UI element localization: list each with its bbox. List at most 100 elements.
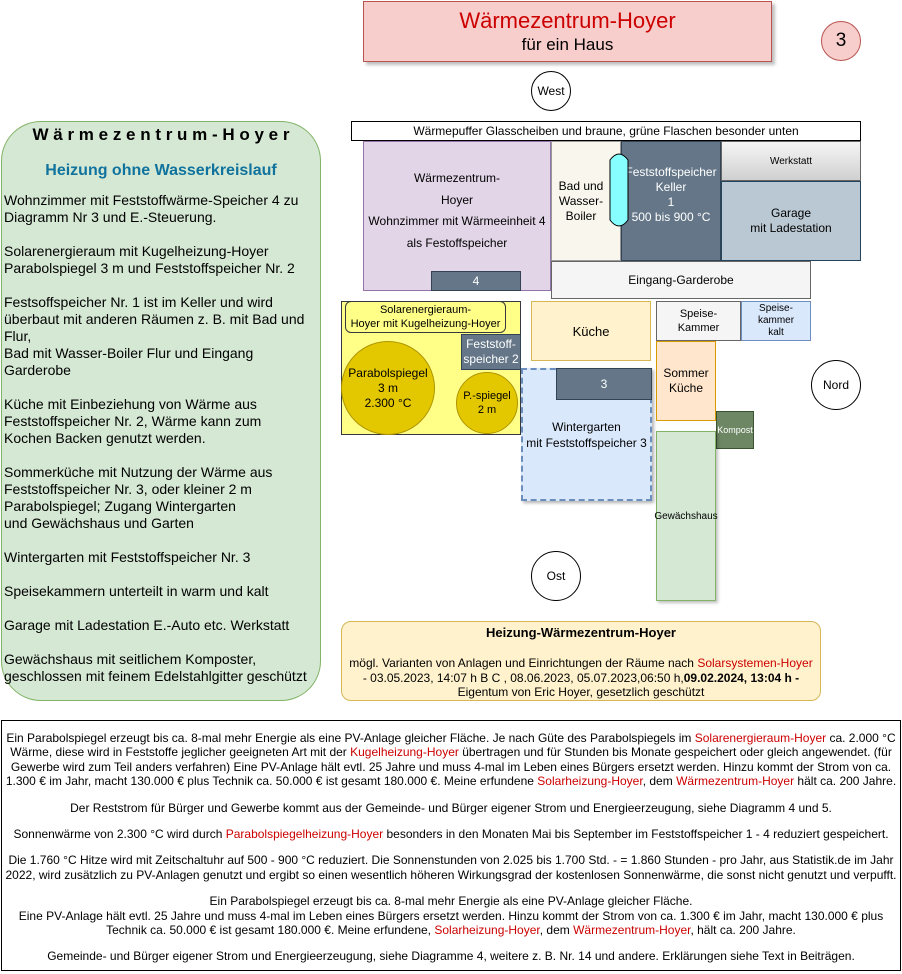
- explanation-paragraph-2: Der Reststrom für Bürger und Gewerbe kom…: [5, 801, 897, 815]
- buffer-strip-label: Wärmepuffer Glasscheiben und braune, grü…: [413, 124, 799, 138]
- cellar-line1: Feststoffspeicher: [625, 165, 717, 179]
- pantry-warm: Speise- Kammer: [656, 301, 741, 341]
- text-segment: Ein Parabolspiegel erzeugt bis ca. 8-mal…: [209, 894, 693, 909]
- living-room: Wärmezentrum- Hoyer Wohnzimmer mit Wärme…: [363, 141, 551, 291]
- panel-paragraph: Wintergarten mit Feststoffspeicher Nr. 3: [4, 549, 320, 566]
- storage-2-line2: speicher 2: [463, 352, 519, 366]
- winter-garden-line2: mit Feststoffspeicher 3: [526, 435, 647, 450]
- storage-cellar-1: Feststoffspeicher Keller 1 500 bis 900 °…: [621, 141, 721, 261]
- cellar-line2: Keller: [655, 180, 687, 194]
- pantry-cold-line2: kammer: [757, 315, 795, 326]
- entrance-label: Eingang-Garderobe: [628, 272, 734, 287]
- workshop-label: Werkstatt: [769, 155, 813, 167]
- bath-line1: Bad und: [558, 178, 604, 193]
- compass-north-label: Nord: [822, 378, 849, 392]
- text-segment: , hält ca. 200 Jahre.: [690, 923, 796, 938]
- text-segment: hält ca. 200 Jahre.: [794, 774, 897, 789]
- text-segment: Die 1.760 °C Hitze wird mit Zeitschaltuh…: [5, 853, 897, 882]
- text-segment: Ein Parabolspiegel erzeugt bis ca. 8-mal…: [6, 731, 695, 745]
- description-panel: W ä r m e z e n t r u m - H o y e r Heiz…: [1, 121, 321, 701]
- summer-kitchen-line1: Sommer: [663, 366, 709, 380]
- compost-label: Kompost: [717, 424, 753, 435]
- living-room-line3: Wohnzimmer mit Wärmeeinheit 4: [368, 214, 546, 228]
- bathroom: Bad und Wasser- Boiler: [551, 141, 621, 261]
- entrance-cloakroom: Eingang-Garderobe: [551, 261, 811, 299]
- info-title: Heizung-Wärmezentrum-Hoyer: [486, 625, 676, 640]
- info-line3: Eigentum von Eric Hoyer, gesetzlich gesc…: [457, 685, 705, 699]
- heating-unit-3: 3: [556, 368, 652, 400]
- panel-line: Küche mit Einbeziehung von Wärme aus: [4, 396, 257, 412]
- text-segment: Gemeinde- und Bürger eigener Strom und E…: [47, 949, 855, 964]
- text-segment: ca. 2.000 °C Wärme, diese wird in Festst…: [10, 731, 896, 760]
- solar-label-line2: Hoyer mit Kugelheizung-Hoyer: [350, 318, 501, 330]
- greenhouse: Gewächshaus: [654, 431, 718, 601]
- panel-line: Feststoffspeicher Nr. 2, Wärme kann zum: [4, 413, 262, 429]
- mirror-small-line2: 2 m: [477, 404, 497, 416]
- info-box: Heizung-Wärmezentrum-Hoyer mögl. Variant…: [341, 621, 821, 701]
- title-box: Wärmezentrum-Hoyer für ein Haus: [363, 1, 772, 62]
- panel-line: Flur,: [4, 328, 32, 344]
- garage: Garage mit Ladestation: [721, 181, 861, 261]
- panel-line: Diagramm Nr 3 und E.-Steuerung.: [4, 209, 217, 225]
- explanation-paragraph-6: Gemeinde- und Bürger eigener Strom und E…: [5, 949, 897, 963]
- info-line2-text: - 03.05.2023, 14:07 h B C , 08.06.2023, …: [362, 670, 684, 685]
- panel-paragraph: Speisekammern unterteilt in warm und kal…: [4, 583, 320, 600]
- text-segment: Eine PV-Anlage hält evtl. 25 Jahre und m…: [18, 908, 884, 938]
- info-line1: mögl. Varianten von Anlagen und Einricht…: [342, 656, 820, 671]
- panel-line: geschlossen mit feinem Edelstahlgitter g…: [4, 668, 307, 684]
- panel-heading: W ä r m e z e n t r u m - H o y e r: [32, 125, 290, 144]
- text-segment: Sonnenwärme von 2.300 °C wird durch: [13, 827, 226, 842]
- solar-label-line1: Solarenergieraum-: [379, 304, 472, 316]
- living-room-line1: Wärmezentrum-: [413, 171, 500, 185]
- page-number-badge: 3: [821, 21, 861, 61]
- garage-line2: mit Ladestation: [750, 221, 832, 235]
- highlight-term: Wärmezentrum-Hoyer: [573, 923, 691, 938]
- highlight-term: Solarheizung-Hoyer: [537, 774, 643, 789]
- cellar-line3: 1: [667, 195, 675, 209]
- pantry-warm-line1: Speise-: [679, 308, 718, 320]
- highlight-term: Wärmezentrum-Hoyer: [676, 774, 795, 789]
- panel-line: Speisekammern unterteilt in warm und kal…: [4, 583, 269, 599]
- panel-line: Feststoffspeicher Nr. 3, oder kleiner 2 …: [4, 481, 252, 497]
- panel-paragraphs: Wohnzimmer mit Feststoffwärme-Speicher 4…: [2, 192, 320, 685]
- cellar-line4: 500 bis 900 °C: [631, 210, 711, 224]
- compass-west: West: [531, 71, 571, 111]
- compass-east: Ost: [531, 551, 581, 601]
- garage-line1: Garage: [770, 206, 812, 220]
- composter: Kompost: [716, 411, 754, 449]
- info-line2-bold: 09.02.2024, 13:04 h -: [683, 670, 800, 685]
- highlight-term: Kugelheizung-Hoyer: [350, 745, 459, 760]
- panel-line: Parabolspiegel 3 m und Feststoffspeicher…: [4, 260, 295, 276]
- text-segment: Der Reststrom für Bürger und Gewerbe kom…: [70, 800, 832, 815]
- highlight-term: Parabolspiegelheizung-Hoyer: [225, 827, 384, 842]
- storage-2-line1: Feststoff-: [466, 337, 516, 351]
- panel-line: Parabolspiegel; Zugang Wintergarten: [4, 498, 236, 514]
- panel-line: Garderobe: [4, 362, 71, 378]
- summer-kitchen-line2: Küche: [668, 381, 704, 395]
- panel-subheading: Heizung ohne Wasserkreislauf: [45, 162, 277, 179]
- text-segment: , dem: [642, 774, 677, 789]
- panel-paragraph: Wohnzimmer mit Feststoffwärme-Speicher 4…: [4, 192, 320, 226]
- bath-line3: Boiler: [565, 208, 597, 223]
- panel-line: und Gewächshaus und Garten: [4, 515, 194, 531]
- compass-east-label: Ost: [546, 569, 566, 583]
- panel-line: überbaut mit anderen Räumen z. B. mit Ba…: [4, 311, 305, 327]
- explanation-paragraph-4: Die 1.760 °C Hitze wird mit Zeitschaltuh…: [5, 853, 897, 882]
- greenhouse-label: Gewächshaus: [654, 510, 718, 522]
- pantry-warm-line2: Kammer: [677, 322, 720, 334]
- explanation-paragraph-3: Sonnenwärme von 2.300 °C wird durch Para…: [5, 827, 897, 841]
- boiler-pipe: [609, 153, 629, 227]
- unit-3-label: 3: [600, 376, 608, 391]
- storage-2: Feststoff- speicher 2: [461, 334, 521, 370]
- summer-kitchen: Sommer Küche: [656, 341, 716, 421]
- text-segment: , dem: [539, 923, 574, 938]
- panel-line: Kochen Backen genutzt werden.: [4, 430, 206, 446]
- bath-line2: Wasser-: [558, 193, 604, 208]
- pantry-cold: Speise- kammer kalt: [741, 301, 811, 341]
- panel-line: Wohnzimmer mit Feststoffwärme-Speicher 4…: [4, 192, 299, 208]
- info-line1-link: Solarsystemen-Hoyer: [697, 656, 813, 670]
- highlight-term: Solarenergieraum-Hoyer: [694, 731, 827, 745]
